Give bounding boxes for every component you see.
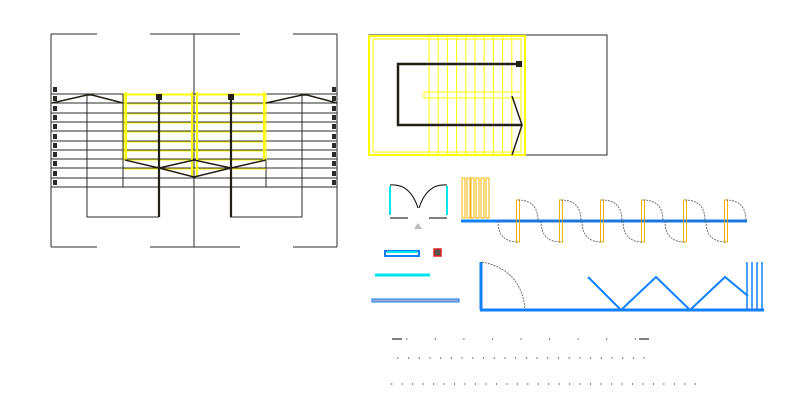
step-label	[53, 143, 57, 148]
stair-plan-double	[50, 33, 338, 248]
triangle-marker-icon	[414, 223, 422, 229]
step-label	[332, 115, 336, 120]
step-label	[332, 171, 336, 176]
step-label	[53, 87, 57, 92]
step-label	[332, 152, 336, 157]
step-label	[53, 106, 57, 111]
stair-highlight-lines	[124, 94, 266, 170]
step-label	[332, 143, 336, 148]
step-label	[332, 124, 336, 129]
step-label	[53, 96, 57, 101]
step-label	[332, 180, 336, 185]
step-label	[53, 152, 57, 157]
dotted-lines	[391, 338, 696, 385]
stair-post	[156, 94, 162, 100]
step-number-labels	[53, 87, 336, 185]
step-label	[332, 134, 336, 139]
step-label	[53, 171, 57, 176]
step-label	[332, 106, 336, 111]
stair-plan-single	[368, 34, 608, 156]
folding-wall	[479, 261, 764, 312]
step-label	[53, 124, 57, 129]
step-lines	[51, 93, 337, 188]
step-label	[332, 87, 336, 92]
marker-icon	[433, 248, 442, 257]
step-label	[332, 96, 336, 101]
step-label	[53, 161, 57, 166]
step-label	[53, 115, 57, 120]
double-door-symbol	[389, 184, 448, 229]
step-label	[53, 180, 57, 185]
step-label	[53, 134, 57, 139]
window-symbols	[371, 248, 460, 303]
step-label	[332, 161, 336, 166]
door-swing-row	[461, 177, 747, 243]
stair-post	[228, 94, 234, 100]
